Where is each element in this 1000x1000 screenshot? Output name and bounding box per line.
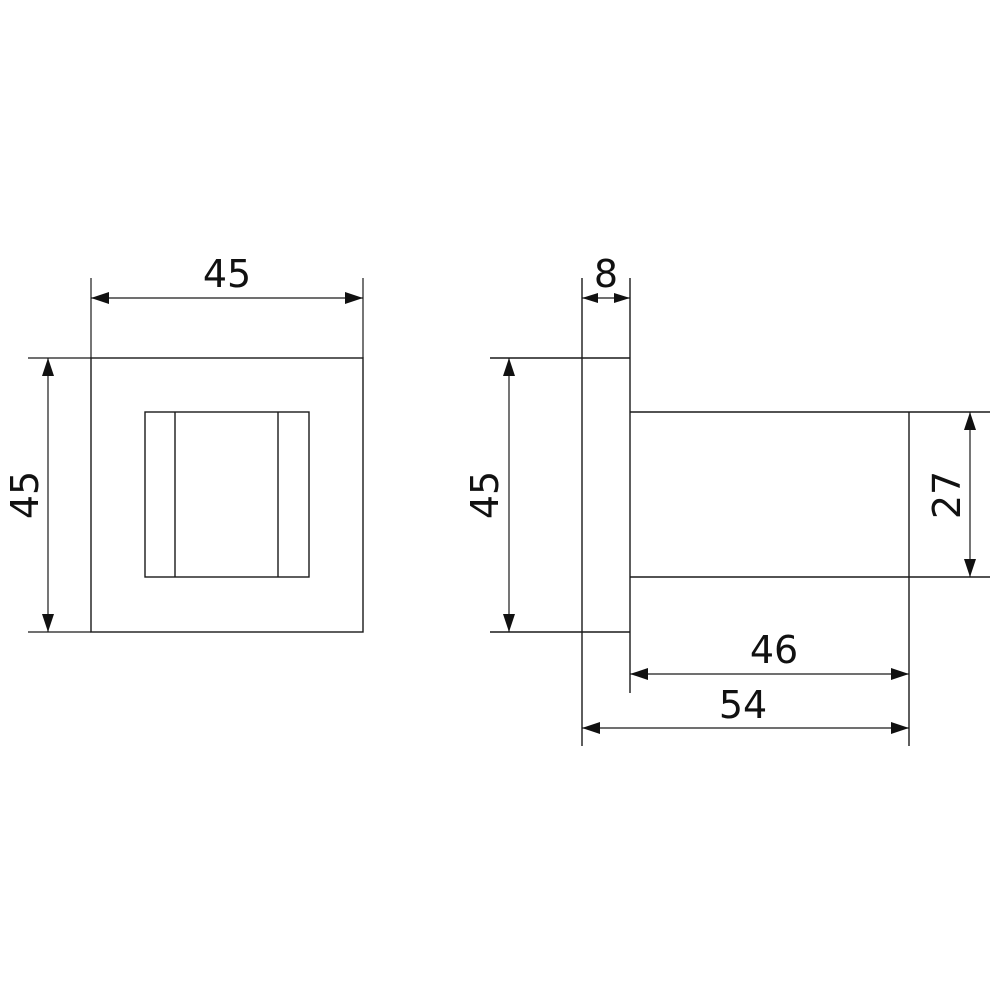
arrow-left-icon [91,292,109,304]
front-inner-body [144,411,310,578]
arrow-right-icon [614,293,630,303]
arrow-down-icon [503,614,515,632]
body-length-label: 46 [750,628,798,672]
arrow-up-icon [964,412,976,430]
arrow-down-icon [42,614,54,632]
front-width-dimension: 45 [90,252,364,358]
front-height-dimension: 45 [3,357,91,633]
arrow-left-icon [630,668,648,680]
body-length-dimension: 46 [630,628,909,680]
arrow-left-icon [582,722,600,734]
overall-length-dimension: 54 [582,683,909,734]
body-height-dimension: 27 [925,412,976,577]
plate-height-dimension: 45 [463,358,515,632]
front-outer-plate [90,357,364,633]
front-width-label: 45 [203,252,251,296]
plate-height-label: 45 [463,471,507,519]
arrow-down-icon [964,559,976,577]
arrow-up-icon [42,358,54,376]
arrow-right-icon [345,292,363,304]
front-view: 45 45 [3,252,364,633]
front-height-label: 45 [3,471,47,519]
arrow-up-icon [503,358,515,376]
plate-thickness-label: 8 [594,252,618,296]
arrow-left-icon [582,293,598,303]
plate-thickness-dimension: 8 [582,252,630,303]
arrow-right-icon [891,668,909,680]
arrow-right-icon [891,722,909,734]
side-view: 8 45 27 46 54 [463,252,990,746]
body-height-label: 27 [925,471,969,519]
overall-length-label: 54 [719,683,767,727]
